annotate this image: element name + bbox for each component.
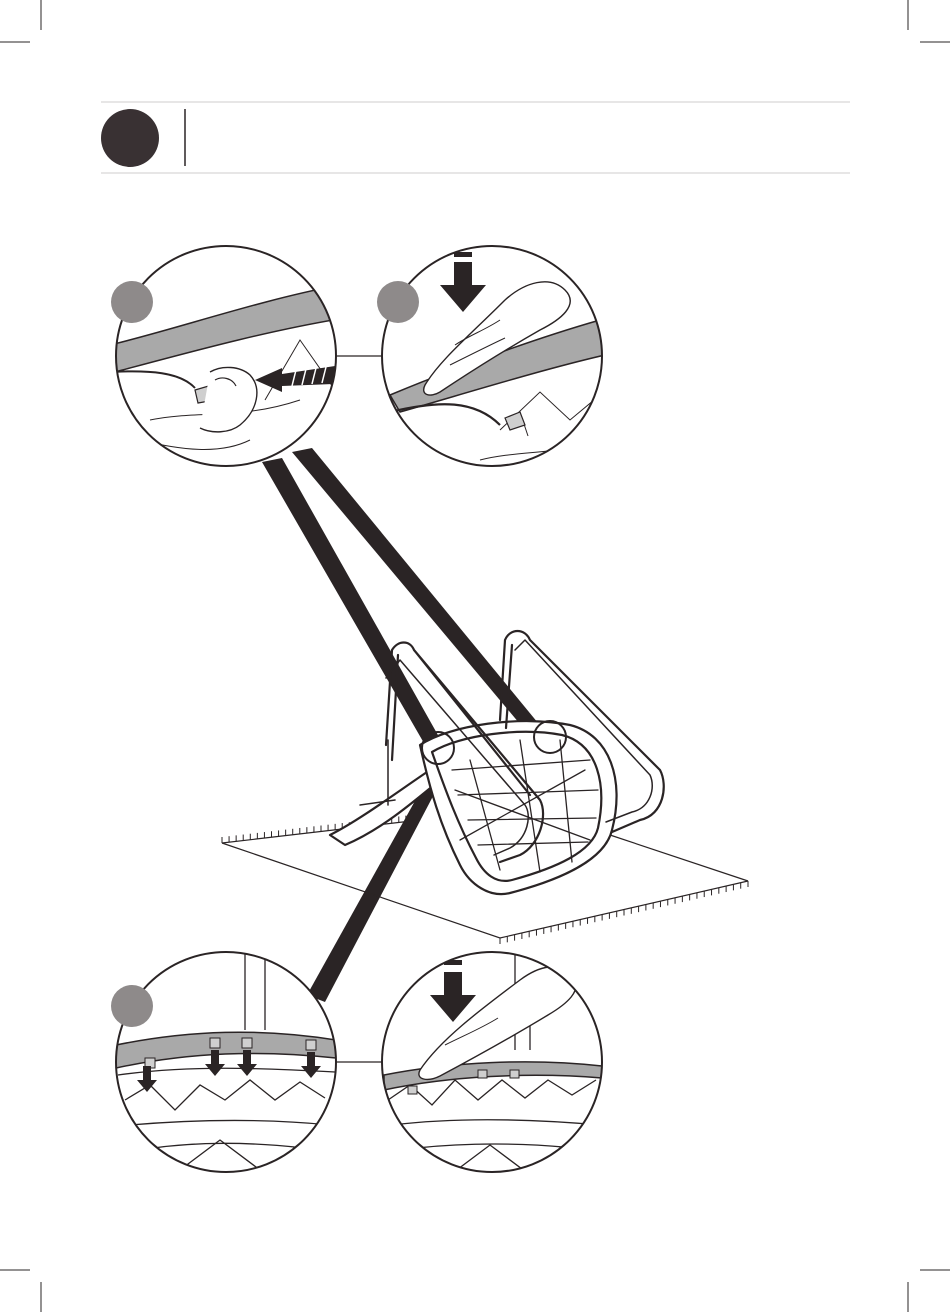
detail-top-left — [110, 240, 350, 480]
detail-bottom-right — [376, 936, 616, 1186]
step-badge — [101, 109, 159, 167]
detail-badge — [377, 281, 419, 323]
detail-badge — [111, 281, 153, 323]
step-header — [101, 102, 850, 173]
detail-badge — [111, 985, 153, 1027]
detail-bottom-left — [110, 946, 350, 1186]
chair-illustration — [330, 631, 664, 894]
detail-top-right — [376, 228, 616, 480]
